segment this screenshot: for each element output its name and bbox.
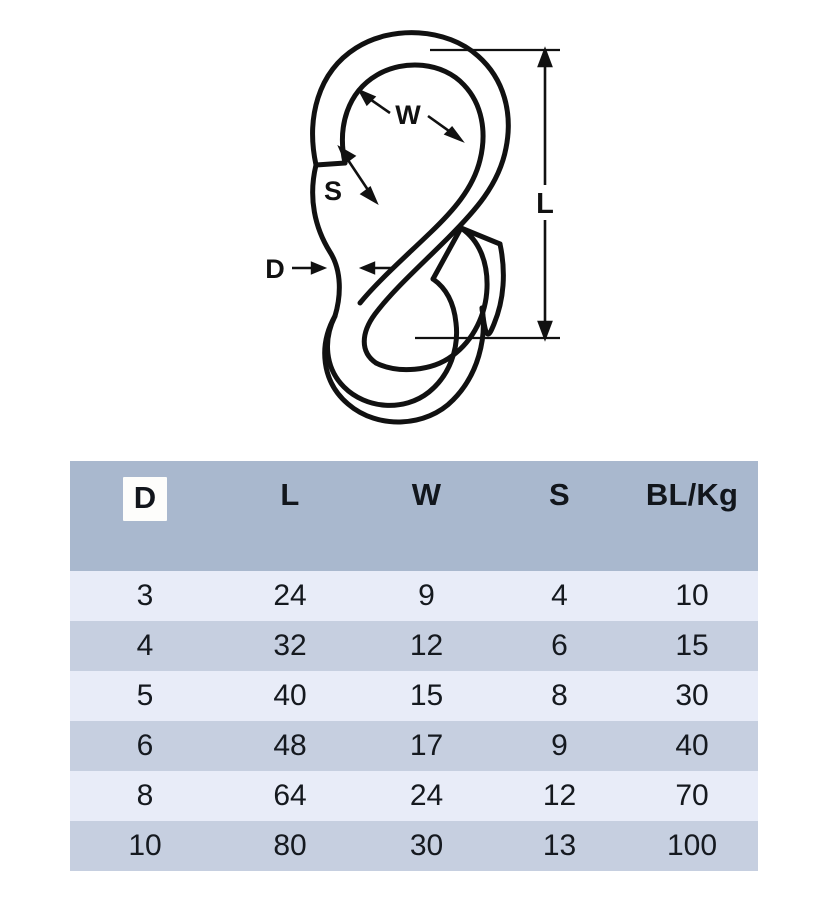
l-dimension-label: L xyxy=(536,188,554,220)
s-dimension-arrow xyxy=(337,144,379,206)
cell-w: 9 xyxy=(360,571,493,621)
cell-s: 9 xyxy=(493,721,626,771)
hook-inner-upper xyxy=(340,62,486,306)
cell-w: 15 xyxy=(360,671,493,721)
column-header-w: W xyxy=(360,461,493,571)
s-hook-diagram: W S D L xyxy=(0,0,814,440)
header-row: D L W S BL/Kg xyxy=(70,461,758,571)
cell-l: 32 xyxy=(220,621,360,671)
cell-w: 17 xyxy=(360,721,493,771)
cell-bl: 100 xyxy=(626,821,758,871)
cell-w: 30 xyxy=(360,821,493,871)
cell-d: 3 xyxy=(70,571,220,621)
cell-bl: 15 xyxy=(626,621,758,671)
hook-bottom-outer xyxy=(322,305,486,425)
cell-d: 8 xyxy=(70,771,220,821)
column-header-d: D xyxy=(70,461,220,571)
w-dimension-arrow xyxy=(357,88,465,143)
cell-s: 4 xyxy=(493,571,626,621)
table-row: 10 80 30 13 100 xyxy=(70,821,758,871)
column-header-bl: BL/Kg xyxy=(626,461,758,571)
cell-d: 4 xyxy=(70,621,220,671)
table-body: 3 24 9 4 10 4 32 12 6 15 5 40 15 8 30 xyxy=(70,571,758,871)
l-extension-lines xyxy=(415,48,560,340)
cell-s: 8 xyxy=(493,671,626,721)
cell-l: 80 xyxy=(220,821,360,871)
l-dimension-arrow xyxy=(537,46,553,342)
cell-d: 6 xyxy=(70,721,220,771)
table-row: 3 24 9 4 10 xyxy=(70,571,758,621)
lower-end-outer-edge xyxy=(479,241,506,337)
column-header-l-label: L xyxy=(280,477,300,512)
lower-end-cut-face xyxy=(458,225,503,247)
cell-s: 6 xyxy=(493,621,626,671)
cell-bl: 40 xyxy=(626,721,758,771)
upper-end-cut-face xyxy=(313,160,348,168)
d-dimension-label: D xyxy=(265,254,285,284)
cell-w: 12 xyxy=(360,621,493,671)
hook-outer-upper xyxy=(310,30,511,366)
cell-s: 12 xyxy=(493,771,626,821)
column-header-l: L xyxy=(220,461,360,571)
s-hook-spec-table: D L W S BL/Kg 3 24 9 4 xyxy=(70,461,758,871)
w-dimension-label: W xyxy=(395,100,421,130)
spec-table-container: D L W S BL/Kg 3 24 9 4 xyxy=(70,461,758,871)
s-hook-outline xyxy=(310,30,511,425)
cell-l: 24 xyxy=(220,571,360,621)
cell-bl: 30 xyxy=(626,671,758,721)
cell-d: 5 xyxy=(70,671,220,721)
cell-s: 13 xyxy=(493,821,626,871)
table-header: D L W S BL/Kg xyxy=(70,461,758,571)
cell-l: 64 xyxy=(220,771,360,821)
hook-outer-lower xyxy=(373,225,490,373)
table-row: 6 48 17 9 40 xyxy=(70,721,758,771)
cell-d: 10 xyxy=(70,821,220,871)
d-dimension-arrow xyxy=(292,261,392,275)
cell-l: 40 xyxy=(220,671,360,721)
cell-w: 24 xyxy=(360,771,493,821)
column-header-d-label: D xyxy=(122,477,168,521)
hook-inner-lower xyxy=(325,276,460,408)
hook-left-spine xyxy=(310,162,342,319)
cell-l: 48 xyxy=(220,721,360,771)
table-row: 5 40 15 8 30 xyxy=(70,671,758,721)
table-row: 4 32 12 6 15 xyxy=(70,621,758,671)
s-hook-drawing: W S D L xyxy=(265,30,560,425)
lower-end-cut-face-side xyxy=(430,225,464,282)
s-dimension-label: S xyxy=(324,176,342,206)
table-row: 8 64 24 12 70 xyxy=(70,771,758,821)
cell-bl: 10 xyxy=(626,571,758,621)
column-header-s-label: S xyxy=(549,477,570,512)
column-header-w-label: W xyxy=(411,477,442,512)
column-header-s: S xyxy=(493,461,626,571)
cell-bl: 70 xyxy=(626,771,758,821)
column-header-bl-label: BL/Kg xyxy=(645,477,739,512)
